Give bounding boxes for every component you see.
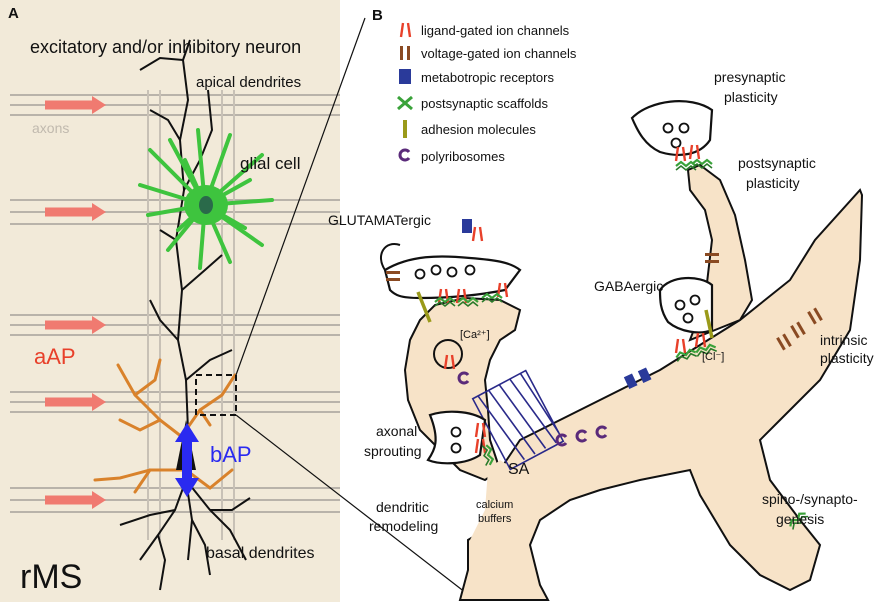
glutamatergic-label: GLUTAMATergic [328, 212, 431, 228]
legend-item-metabotropic: metabotropic receptors [395, 67, 554, 87]
spine-apparatus [471, 369, 565, 471]
dendrite-body [458, 188, 864, 601]
presynaptic-label-1: presynaptic [714, 69, 786, 85]
inset-box [195, 374, 237, 416]
bap-arrow [175, 423, 199, 497]
postsynaptic-label-1: postsynaptic [738, 155, 816, 171]
axons-label: axons [32, 120, 70, 136]
presynaptic-top [630, 100, 714, 156]
spine-head [403, 296, 522, 482]
legend-label: postsynaptic scaffolds [421, 95, 548, 111]
rms-label: rMS [20, 558, 83, 596]
panel-b-letter: B [372, 7, 383, 24]
legend-item-adhesion: adhesion molecules [395, 119, 536, 139]
connector-bottom [235, 414, 471, 597]
panel-a-letter: A [8, 5, 19, 22]
dendrite-upper-branch [686, 163, 754, 342]
neuron-basal-dendrites [119, 479, 251, 591]
input-arrows [45, 96, 106, 509]
apical-dendrites-label: apical dendrites [196, 74, 302, 91]
presynaptic-label-2: plasticity [724, 89, 778, 105]
legend-label: adhesion molecules [421, 121, 536, 137]
spino-label-1: spino-/synapto- [762, 491, 858, 507]
presynaptic-axonal-sprouting [426, 410, 487, 465]
neuron-title: excitatory and/or inhibitory neuron [30, 37, 302, 57]
legend-item-scaffold: postsynaptic scaffolds [395, 93, 548, 113]
axonal-label-2: sprouting [364, 443, 422, 459]
ca-label: [Ca²⁺] [460, 329, 490, 341]
legend-icons [397, 21, 413, 162]
legend-item-ligand: ligand-gated ion channels [395, 20, 569, 40]
orange-dendrites [93, 358, 237, 494]
legend-label: polyribosomes [421, 148, 505, 164]
calcium-label-1: calcium [476, 499, 514, 511]
glial-cell-label: glial cell [240, 154, 301, 173]
metabotropic-receptors [462, 219, 652, 390]
basal-dendrites-label: basal dendrites [206, 545, 315, 562]
vesicle [433, 339, 463, 369]
dendritic-label-1: dendritic [376, 499, 429, 515]
bap-label: bAP [210, 442, 252, 467]
presynaptic-gabaergic [658, 277, 714, 334]
lower-spine [470, 460, 525, 540]
glial-nucleus [199, 196, 213, 214]
intrinsic-label-1: intrinsic [820, 332, 868, 348]
adhesion-molecules [416, 291, 714, 339]
dendritic-label-2: remodeling [369, 518, 439, 534]
gabaergic-label: GABAergic [594, 278, 664, 294]
axonal-label-1: axonal [376, 423, 418, 439]
vertical-fibers [147, 90, 235, 540]
aap-label: aAP [34, 344, 76, 369]
legend-label: ligand-gated ion channels [421, 22, 570, 38]
postsynaptic-label-2: plasticity [746, 175, 800, 191]
intrinsic-label-2: plasticity [820, 350, 874, 366]
calcium-label-2: buffers [478, 513, 512, 525]
cl-label: [Cl⁻] [702, 351, 725, 363]
legend-item-voltage: voltage-gated ion channels [395, 43, 576, 63]
legend-label: voltage-gated ion channels [421, 45, 577, 61]
sa-label: SA [508, 461, 530, 478]
legend-item-polyribosome: polyribosomes [395, 146, 505, 166]
legend-label: metabotropic receptors [421, 69, 554, 85]
spino-label-2: genesis [776, 511, 825, 527]
neuron-apical-dendrites [139, 39, 233, 431]
connector-top [235, 17, 366, 376]
